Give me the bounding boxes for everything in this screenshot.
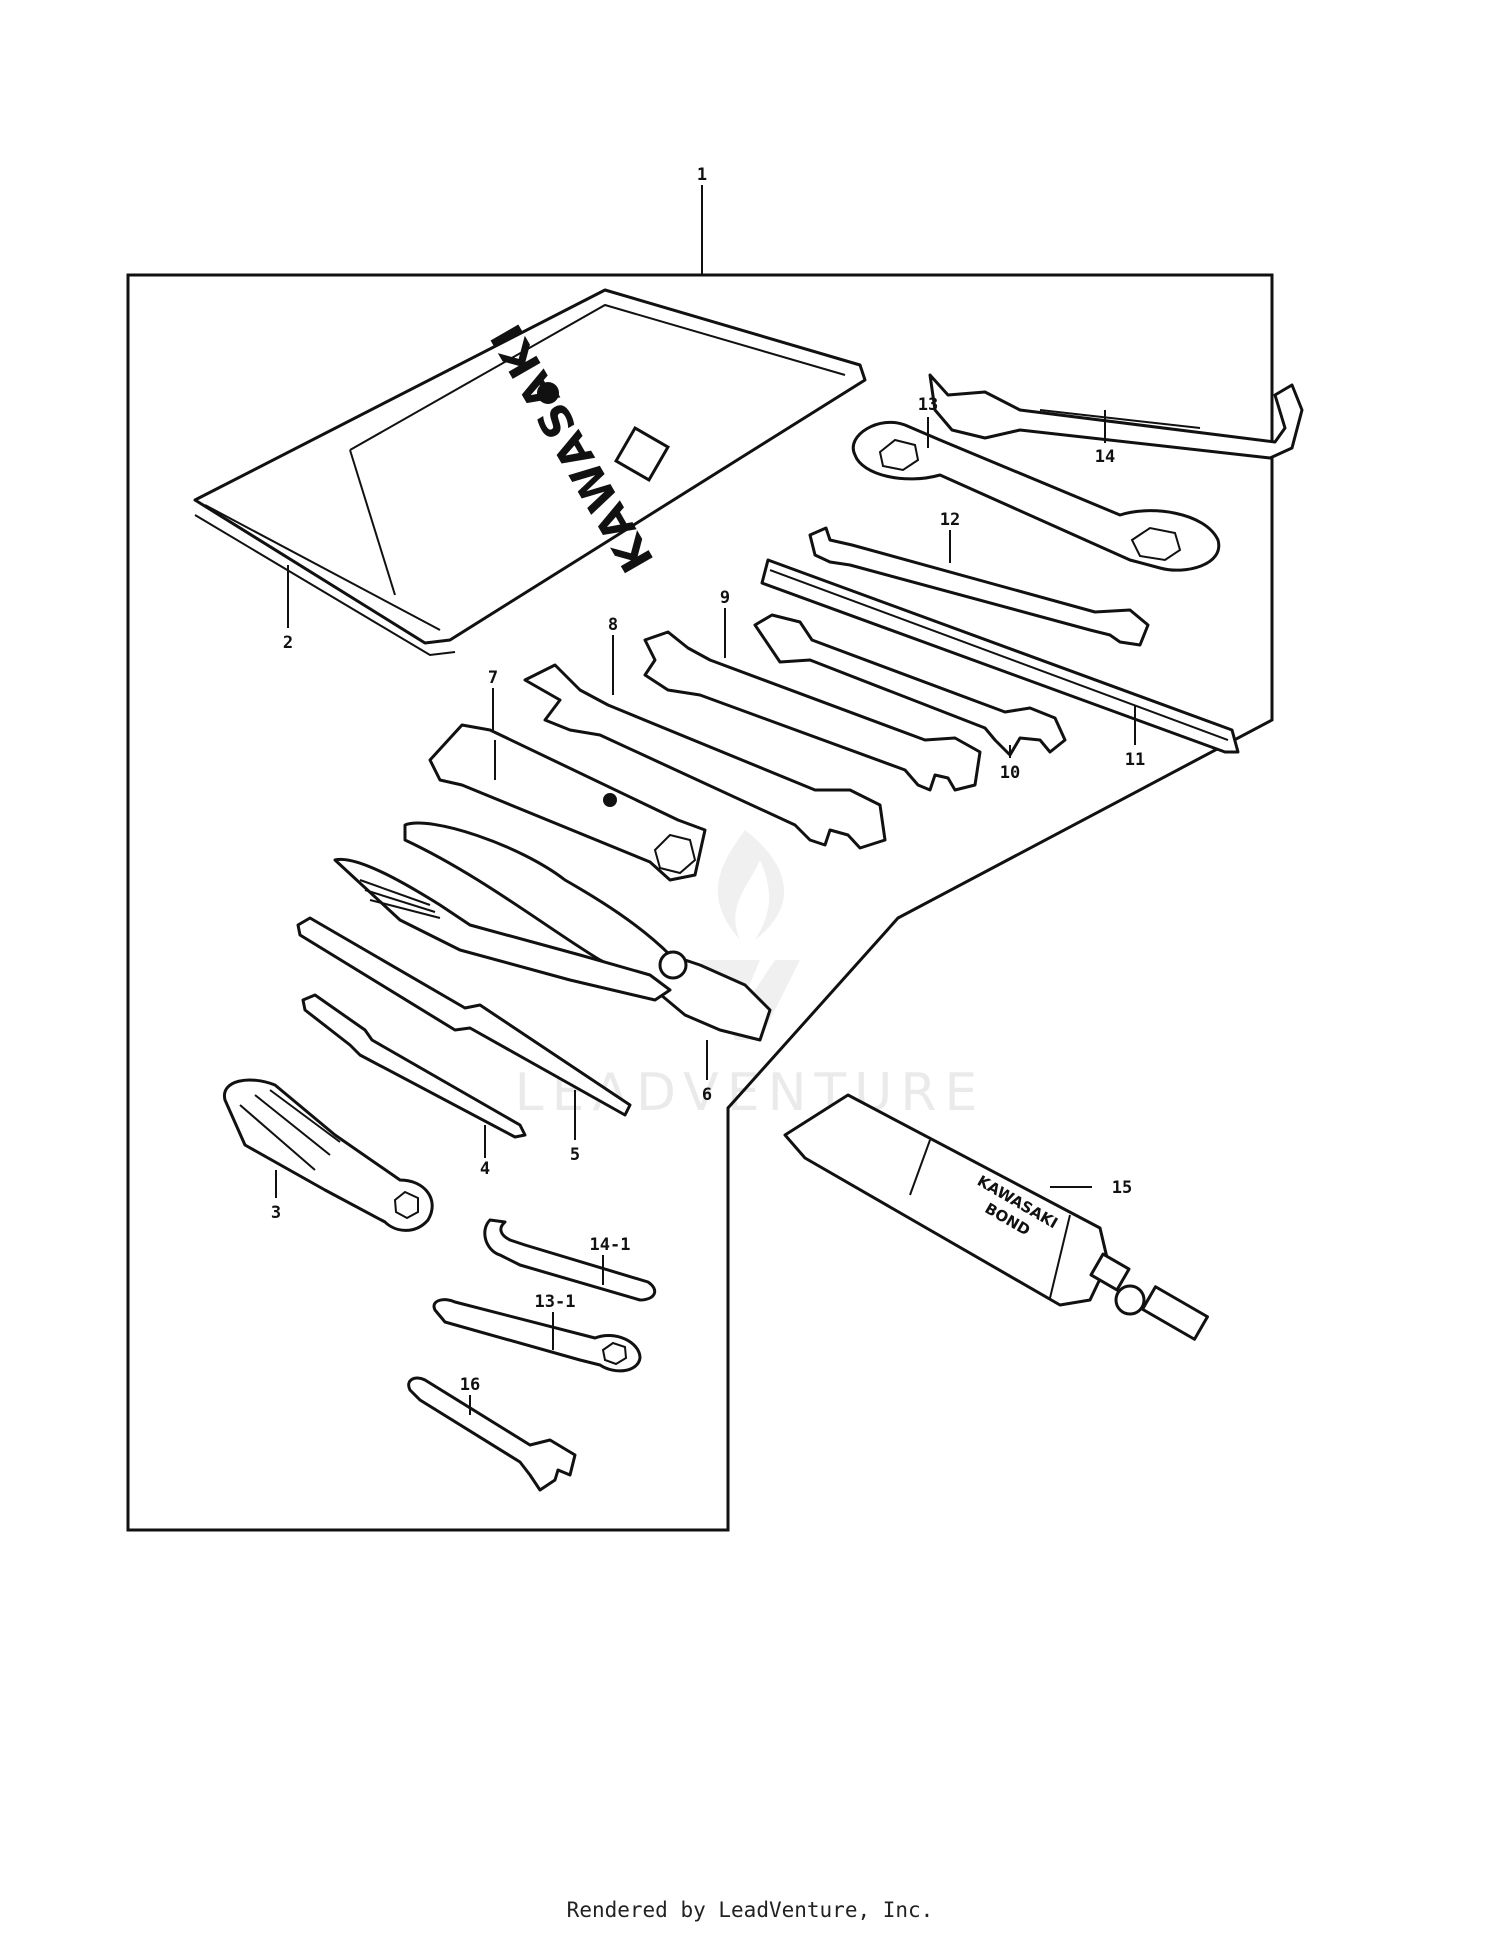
callout-1: 1 (697, 165, 707, 185)
callout-10: 10 (1000, 763, 1020, 783)
callout-15: 15 (1112, 1178, 1132, 1198)
hook-wrench-14 (928, 373, 1304, 460)
tool-pouch: KAWASAKI (193, 288, 867, 657)
watermark: LEADVENTURE (515, 830, 977, 1123)
pliers-6 (333, 821, 772, 1042)
screwdriver-shaft-5 (296, 916, 632, 1117)
callout-12: 12 (940, 510, 960, 530)
callout-labels: 1 2 3 4 5 6 7 8 9 10 11 12 13 14 14-1 13… (271, 165, 1145, 1395)
small-wrench-16 (407, 1376, 577, 1492)
spark-plug-wrench-7 (428, 723, 707, 882)
kawasaki-bond-tube-15: KAWASAKI BOND (783, 1093, 1209, 1341)
open-wrench-10 (753, 613, 1067, 757)
kit-boundary-frame (126, 273, 1274, 1532)
screwdriver-handle-3 (223, 1078, 434, 1232)
box-wrench-13 (851, 420, 1221, 572)
callout-3: 3 (271, 1203, 281, 1223)
callout-14-1: 14-1 (590, 1235, 631, 1255)
callout-14: 14 (1095, 447, 1115, 467)
open-wrench-9 (643, 630, 982, 792)
hook-spanner-14-1 (483, 1218, 657, 1302)
callout-2: 2 (283, 633, 293, 653)
open-wrench-8 (523, 663, 887, 850)
footer-credit: Rendered by LeadVenture, Inc. (566, 1898, 934, 1922)
open-wrench-12 (808, 526, 1150, 647)
callout-6: 6 (702, 1085, 712, 1105)
box-wrench-13-1 (432, 1298, 642, 1373)
tommy-bar-11 (760, 558, 1240, 754)
callout-7: 7 (488, 668, 498, 688)
callout-11: 11 (1125, 750, 1145, 770)
callout-13-1: 13-1 (535, 1292, 576, 1312)
callout-8: 8 (608, 615, 618, 635)
callout-13: 13 (918, 395, 938, 415)
screwdriver-bit-4 (301, 993, 527, 1139)
callout-5: 5 (570, 1145, 580, 1165)
callout-16: 16 (460, 1375, 480, 1395)
callout-4: 4 (480, 1159, 490, 1179)
callout-9: 9 (720, 588, 730, 608)
